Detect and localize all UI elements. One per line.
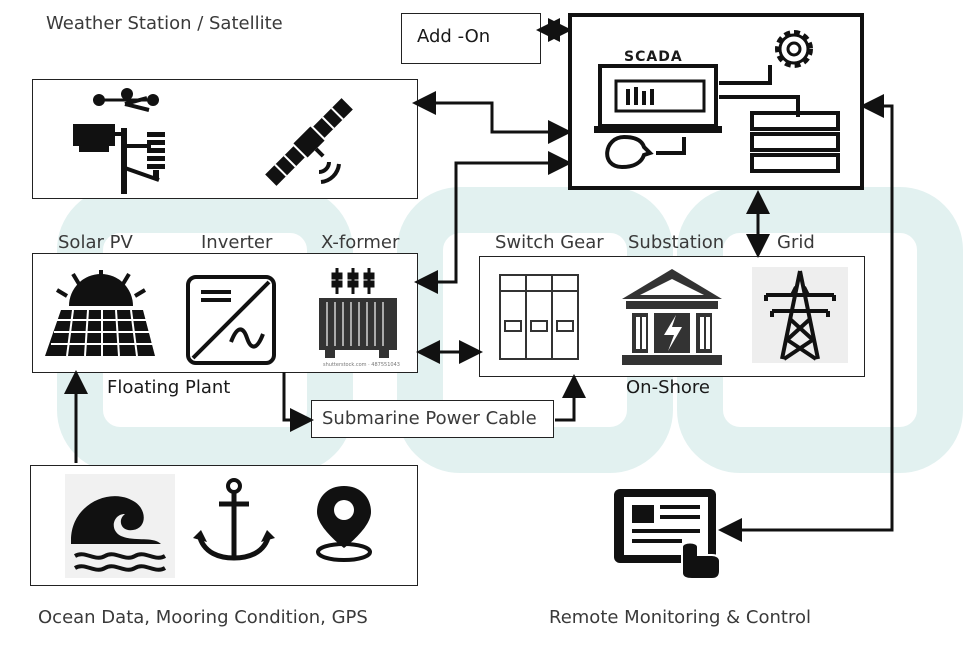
scada-box: SCADA [568,13,864,190]
ocean-caption: Ocean Data, Mooring Condition, GPS [38,607,368,628]
inverter-icon [186,275,276,365]
substation-label: Substation [628,232,725,253]
switch-gear-icon [499,274,579,360]
transformer-icon [319,268,397,358]
solar-panel-icon [45,270,155,357]
addon-box: Add -On [401,13,541,64]
gear-icon [775,30,813,68]
weather-station-icon [73,88,165,194]
ocean-box [30,465,418,586]
switch-gear-label: Switch Gear [495,232,604,253]
anchor-icon [193,478,275,561]
substation-icon [622,269,722,365]
onshore-caption: On-Shore [626,377,710,398]
addon-label: Add -On [417,26,491,47]
remote-caption: Remote Monitoring & Control [549,607,811,628]
scada-label: SCADA [624,49,683,65]
stock-watermark-text: shutterstock.com · 487551043 [323,362,400,368]
xformer-label: X-former [321,232,400,253]
grid-label: Grid [777,232,815,253]
speech-bubble-icon [605,134,654,170]
weather-satellite-box [32,79,418,199]
onshore-box [479,256,865,377]
scada-system-icon [594,30,840,173]
floating-plant-box: shutterstock.com · 487551043 [32,253,418,373]
floating-plant-caption: Floating Plant [107,377,231,398]
submarine-cable-label: Submarine Power Cable [322,408,537,429]
satellite-icon [265,98,353,186]
inverter-label: Inverter [201,232,273,253]
remote-monitoring-icon [614,489,721,579]
submarine-cable-box: Submarine Power Cable [311,400,554,438]
ocean-wave-icon [65,474,175,578]
grid-tower-icon [752,267,848,363]
weather-station-title: Weather Station / Satellite [46,13,283,34]
gps-pin-icon [316,486,372,562]
solar-pv-label: Solar PV [58,232,133,253]
